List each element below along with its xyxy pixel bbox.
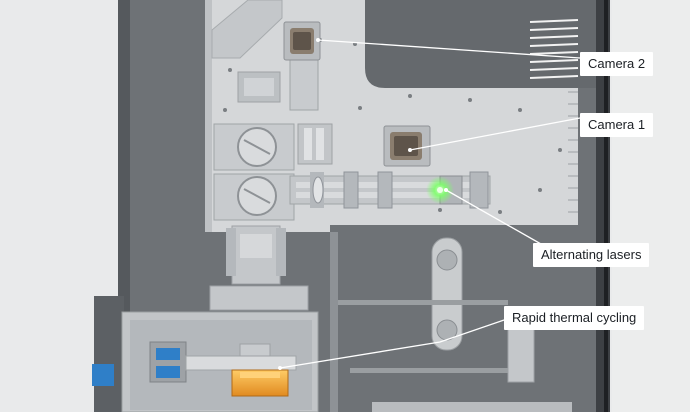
camera-2 [283,21,321,61]
filter-wheels [213,123,333,221]
thermal-cycler [92,296,319,412]
camera-2-label: Camera 2 [580,52,654,76]
camera-1-label: Camera 1 [580,113,654,137]
upper-optics-block [211,0,319,111]
camera1-leader [409,117,581,151]
camera-1 [383,125,431,167]
leader-lines [278,38,581,370]
thermal-leader [279,317,511,369]
optical-rail [289,171,491,209]
vent-slats [529,19,579,79]
lasers-leader [445,189,549,249]
lower-assembly [209,225,572,412]
alternating-lasers-label: Alternating lasers [533,243,650,267]
rapid-thermal-cycling-label: Rapid thermal cycling [504,306,645,330]
laser-source [426,175,463,205]
camera2-leader [317,39,581,59]
